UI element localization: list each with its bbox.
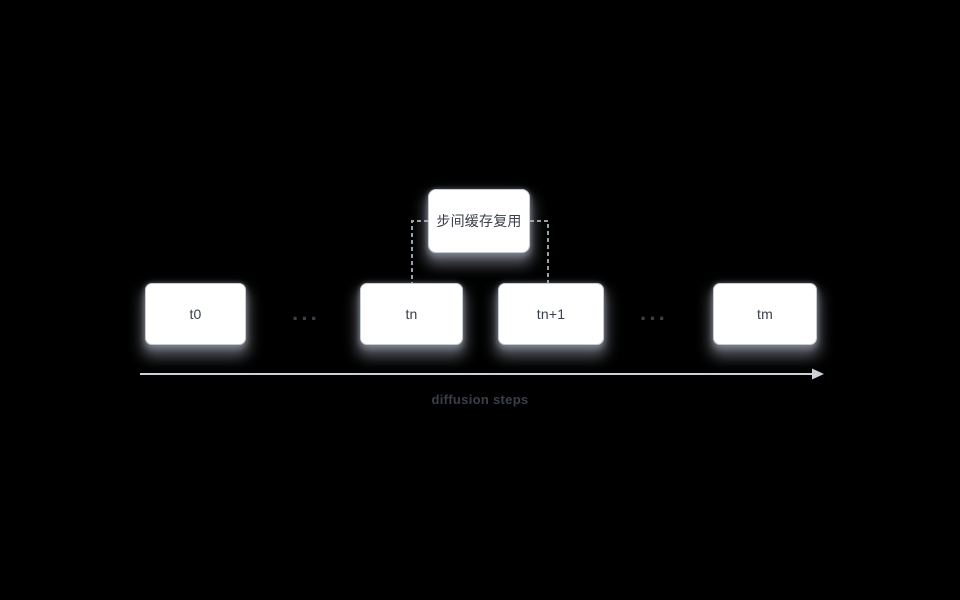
step-label: t0: [189, 306, 202, 322]
timeline-label: diffusion steps: [431, 392, 529, 407]
step-box-tn: tn: [360, 283, 463, 345]
cache-reuse-label: 步间缓存复用: [436, 213, 522, 229]
ellipsis-left: ···: [292, 306, 320, 331]
step-label: tm: [757, 306, 773, 322]
step-box-tn-plus-1: tn+1: [498, 283, 604, 345]
timeline-arrowhead: [812, 368, 824, 380]
step-label: tn: [405, 306, 418, 322]
cache-reuse-box: 步间缓存复用: [428, 189, 530, 253]
ellipsis-right: ···: [640, 306, 668, 331]
step-box-t0: t0: [145, 283, 246, 345]
dashed-connector-right: [530, 220, 549, 283]
step-box-tm: tm: [713, 283, 817, 345]
step-label: tn+1: [536, 306, 566, 322]
dashed-connector-left: [411, 220, 428, 283]
